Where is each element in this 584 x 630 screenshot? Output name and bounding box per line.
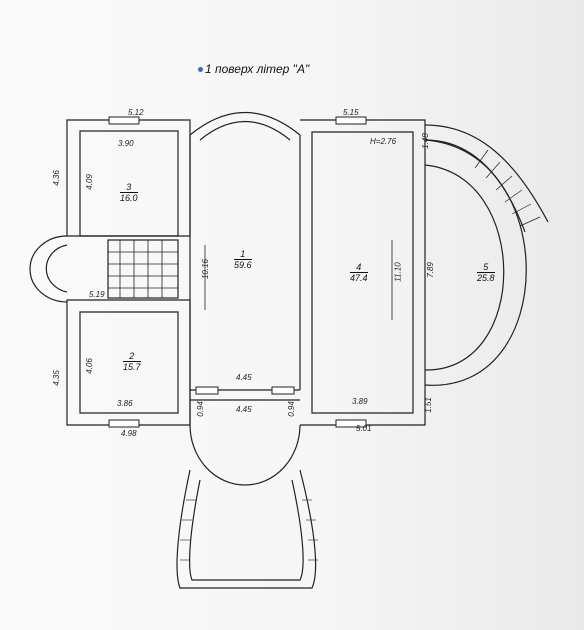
- entrance-porch: [189, 424, 301, 486]
- room-4-number: 4: [356, 262, 362, 272]
- dim-entrance-inner: 4.45: [236, 373, 252, 382]
- floor-title-text: 1 поверх літер "А": [205, 62, 310, 76]
- dim-left-lower-outer: 4.35: [51, 370, 61, 386]
- dim-wall-right: 0.94: [286, 401, 296, 417]
- dim-room2-height: 4.06: [84, 358, 94, 374]
- dim-entrance-outer: 4.45: [236, 405, 252, 414]
- room-5-number: 5: [483, 262, 489, 272]
- blue-dot-icon: [198, 67, 203, 73]
- room-3-number: 3: [126, 182, 132, 192]
- floor-title: 1 поверх літер "А": [198, 62, 309, 76]
- dim-room2-width: 3.86: [117, 399, 133, 408]
- dim-room3-height: 4.09: [84, 174, 94, 190]
- room-5-walls: [424, 139, 527, 386]
- stair-block: [107, 239, 179, 299]
- dim-right-lower: 1.51: [423, 397, 433, 413]
- height-note: H=2.76: [370, 137, 397, 146]
- dim-bottom-left: 4.98: [121, 429, 137, 438]
- room-5-area: 25.8: [477, 272, 495, 284]
- dim-top-left: 5.12: [128, 108, 144, 117]
- entrance-steps: [176, 469, 317, 589]
- dim-room4-length: 11.10: [393, 262, 403, 282]
- room-2-area: 15.7: [123, 361, 141, 373]
- dim-stair-gap: 5.19: [89, 290, 105, 299]
- dim-corridor-length: 10.16: [201, 258, 211, 280]
- left-bay: [29, 235, 68, 303]
- room-1-area: 59.6: [234, 259, 252, 271]
- room-4-area: 47.4: [350, 272, 368, 284]
- room-3-area: 16.0: [120, 192, 138, 204]
- dim-room5-height: 7.89: [425, 262, 435, 278]
- dim-room4-width: 3.89: [352, 397, 368, 406]
- dim-left-upper-outer: 4.36: [51, 170, 61, 186]
- dim-top-mid: 5.15: [343, 108, 359, 117]
- room-1-number: 1: [240, 249, 246, 259]
- dim-right-upper: 1.48: [420, 133, 430, 149]
- dim-wall-left: 0.94: [195, 401, 205, 417]
- side-stair: [424, 124, 549, 223]
- dim-room3-width: 3.90: [118, 139, 134, 148]
- room-2-number: 2: [129, 351, 135, 361]
- dim-bottom-right: 5.01: [356, 424, 372, 433]
